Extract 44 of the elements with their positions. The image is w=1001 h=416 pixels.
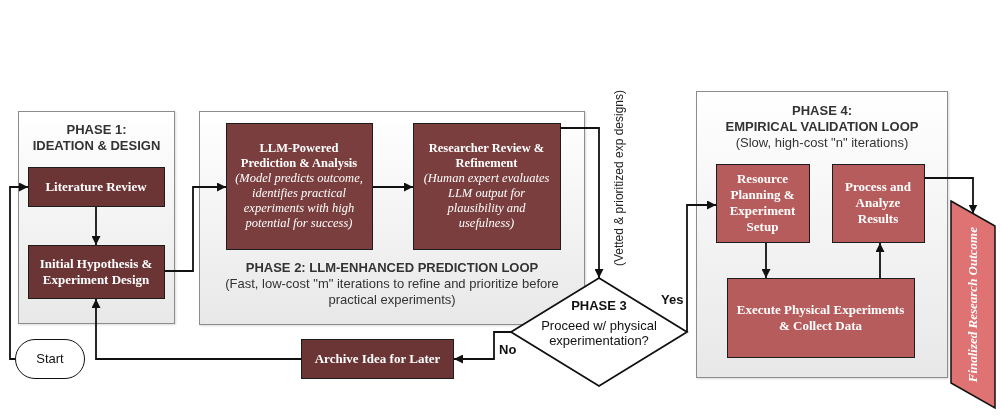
process-box [27, 244, 165, 299]
arrow [560, 127, 604, 279]
outcome-label: Finalized Research Outcome [965, 226, 981, 383]
phase-title: PHASE 1: [66, 122, 127, 138]
arrow [924, 177, 978, 215]
arrow [164, 182, 227, 272]
phase-title: PHASE 4: [792, 103, 852, 119]
step-title: Literature Review [45, 178, 147, 195]
step-title: Resource Planning & Experiment Setup [728, 171, 797, 235]
process-box [412, 122, 561, 250]
process-box [831, 163, 925, 243]
arrow [761, 242, 771, 279]
phase-subtitle: (Fast, low-cost "m" iterations to refine and prioritize before practical experiments) [224, 276, 560, 308]
phase-title: PHASE 2: LLM-ENHANCED PREDICTION LOOP [245, 260, 539, 276]
arrow [9, 182, 29, 360]
process-box [301, 339, 454, 379]
step-description: (Human expert evaluates LLM output for plausibility and usefulness) [422, 171, 551, 231]
step-description: (Model predicts outcome, identifies practical experiments with high potential for success) [234, 171, 364, 231]
arrow [91, 206, 101, 246]
step-title: Execute Physical Experiments & Collect Data [735, 301, 906, 334]
terminal-label: Start [36, 351, 64, 367]
arrow [875, 242, 885, 279]
phase-title: IDEATION & DESIGN [32, 138, 161, 154]
step-title: LLM-Powered Prediction & Analysis [239, 141, 359, 171]
step-title: Initial Hypothesis & Experiment Design [38, 255, 154, 288]
edge-label: (Vetted & prioritized exp designs) [612, 90, 627, 267]
process-box [726, 277, 915, 358]
process-box [27, 166, 165, 207]
outcome-parallelogram [951, 201, 995, 408]
decision-question: Proceed w/ physical experimentation? [540, 317, 658, 348]
phase-panel [696, 91, 948, 378]
arrow [453, 331, 512, 364]
step-title: Researcher Review & Refinement [427, 141, 546, 171]
arrow [91, 298, 302, 360]
step-title: Process and Analyze Results [844, 179, 912, 227]
arrow [372, 182, 414, 192]
process-box [225, 122, 373, 250]
start-terminal [15, 339, 85, 379]
phase-subtitle: (Slow, high-cost "n" iterations) [735, 135, 909, 151]
phase-panel [18, 111, 175, 324]
process-box [715, 163, 810, 243]
step-title: Archive Idea for Later [314, 351, 441, 367]
phase-label: PHASE 3 [571, 297, 627, 313]
phase-title: EMPIRICAL VALIDATION LOOP [725, 119, 919, 135]
